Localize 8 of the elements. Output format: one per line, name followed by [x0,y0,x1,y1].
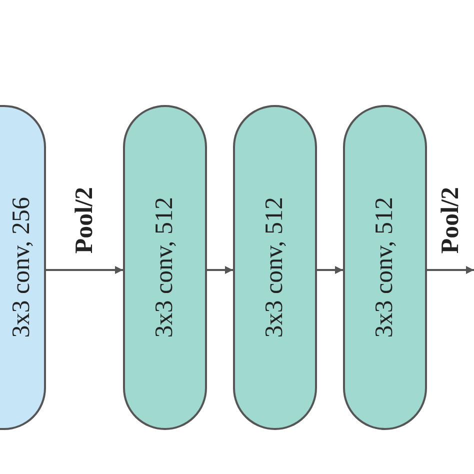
layer-label: 3x3 conv, 512 [151,197,179,338]
arrow [317,266,343,274]
arrow [427,266,474,274]
arrow [207,266,233,274]
layer-label: 3x3 conv, 512 [371,197,399,338]
layer-label: 3x3 conv, 512 [261,197,289,338]
layer-label: 3x3 conv, 256 [8,197,36,338]
arrow [46,266,123,274]
